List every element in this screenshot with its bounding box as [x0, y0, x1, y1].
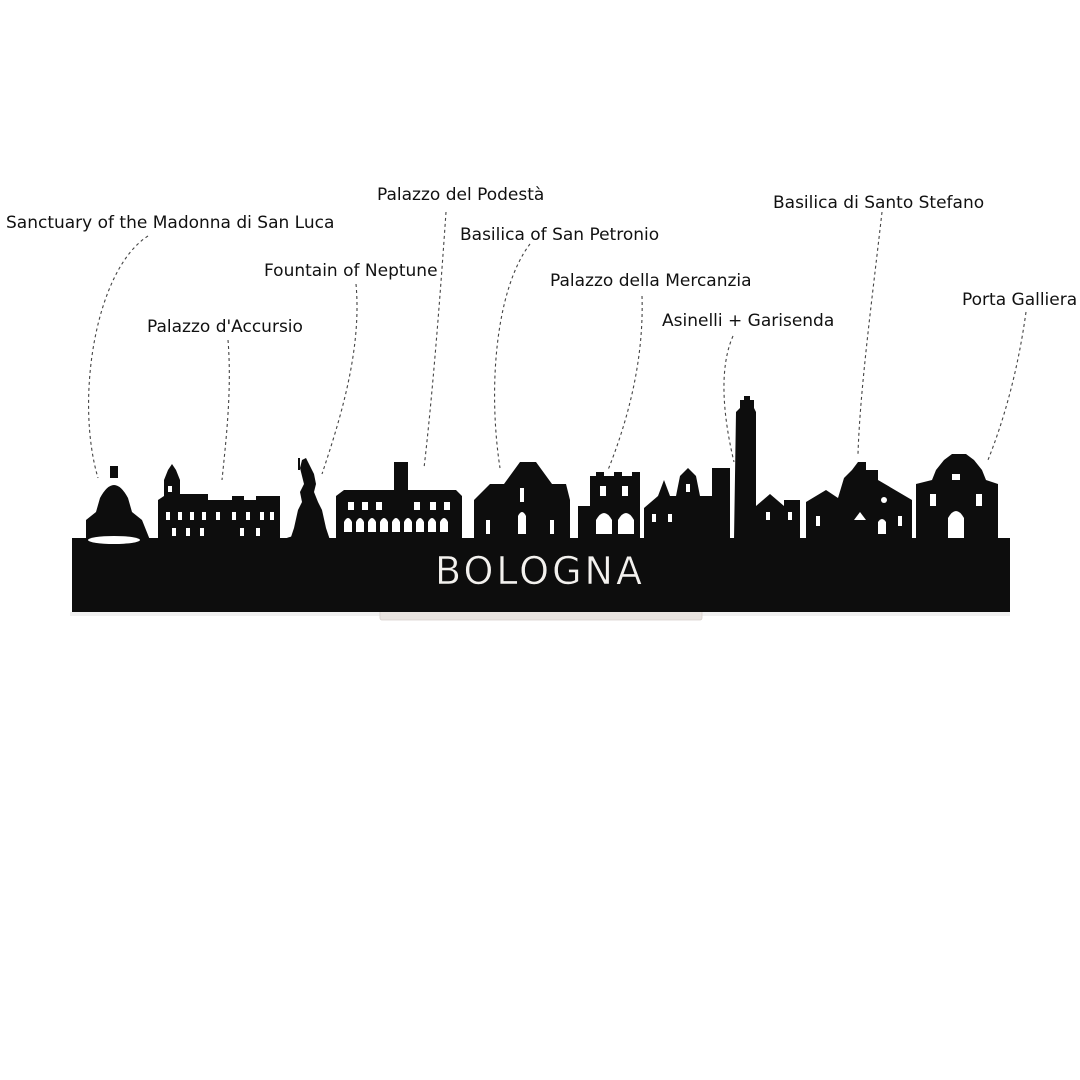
label-podesta: Palazzo del Podestà — [377, 185, 544, 205]
asinelli-garisenda-silhouette — [712, 396, 756, 540]
label-santo-stefano: Basilica di Santo Stefano — [773, 193, 984, 213]
label-petronio: Basilica of San Petronio — [460, 225, 659, 245]
leader-porta-galliera — [987, 311, 1027, 461]
houses-silhouette — [756, 494, 800, 540]
church-cluster-silhouette — [644, 468, 712, 540]
santo-stefano-silhouette — [806, 462, 912, 540]
leader-neptune — [321, 283, 358, 475]
porta-galliera-silhouette — [916, 454, 998, 540]
label-accursio: Palazzo d'Accursio — [147, 317, 303, 337]
podesta-silhouette — [336, 462, 462, 540]
leader-lines — [88, 211, 1027, 481]
san-luca-silhouette — [86, 466, 150, 544]
neptune-silhouette — [282, 458, 334, 540]
base-board — [72, 538, 1010, 612]
label-san-luca: Sanctuary of the Madonna di San Luca — [6, 213, 334, 233]
label-neptune: Fountain of Neptune — [264, 261, 438, 281]
mercanzia-silhouette — [578, 472, 640, 540]
skyline-silhouette: BOLOGNA — [72, 396, 1010, 612]
accursio-silhouette — [158, 464, 280, 540]
leader-asinelli — [723, 335, 735, 463]
leader-santo-stefano — [857, 211, 883, 455]
label-mercanzia: Palazzo della Mercanzia — [550, 271, 752, 291]
leader-petronio — [494, 243, 531, 469]
landmark-labels: Sanctuary of the Madonna di San Luca Pal… — [6, 185, 1077, 337]
leader-san-luca — [88, 235, 149, 479]
label-asinelli: Asinelli + Garisenda — [662, 311, 834, 331]
label-porta-galliera: Porta Galliera — [962, 290, 1077, 310]
petronio-silhouette — [474, 462, 570, 540]
city-name: BOLOGNA — [435, 549, 645, 593]
leader-podesta — [423, 211, 447, 469]
leader-accursio — [221, 339, 230, 481]
leader-mercanzia — [607, 295, 643, 471]
